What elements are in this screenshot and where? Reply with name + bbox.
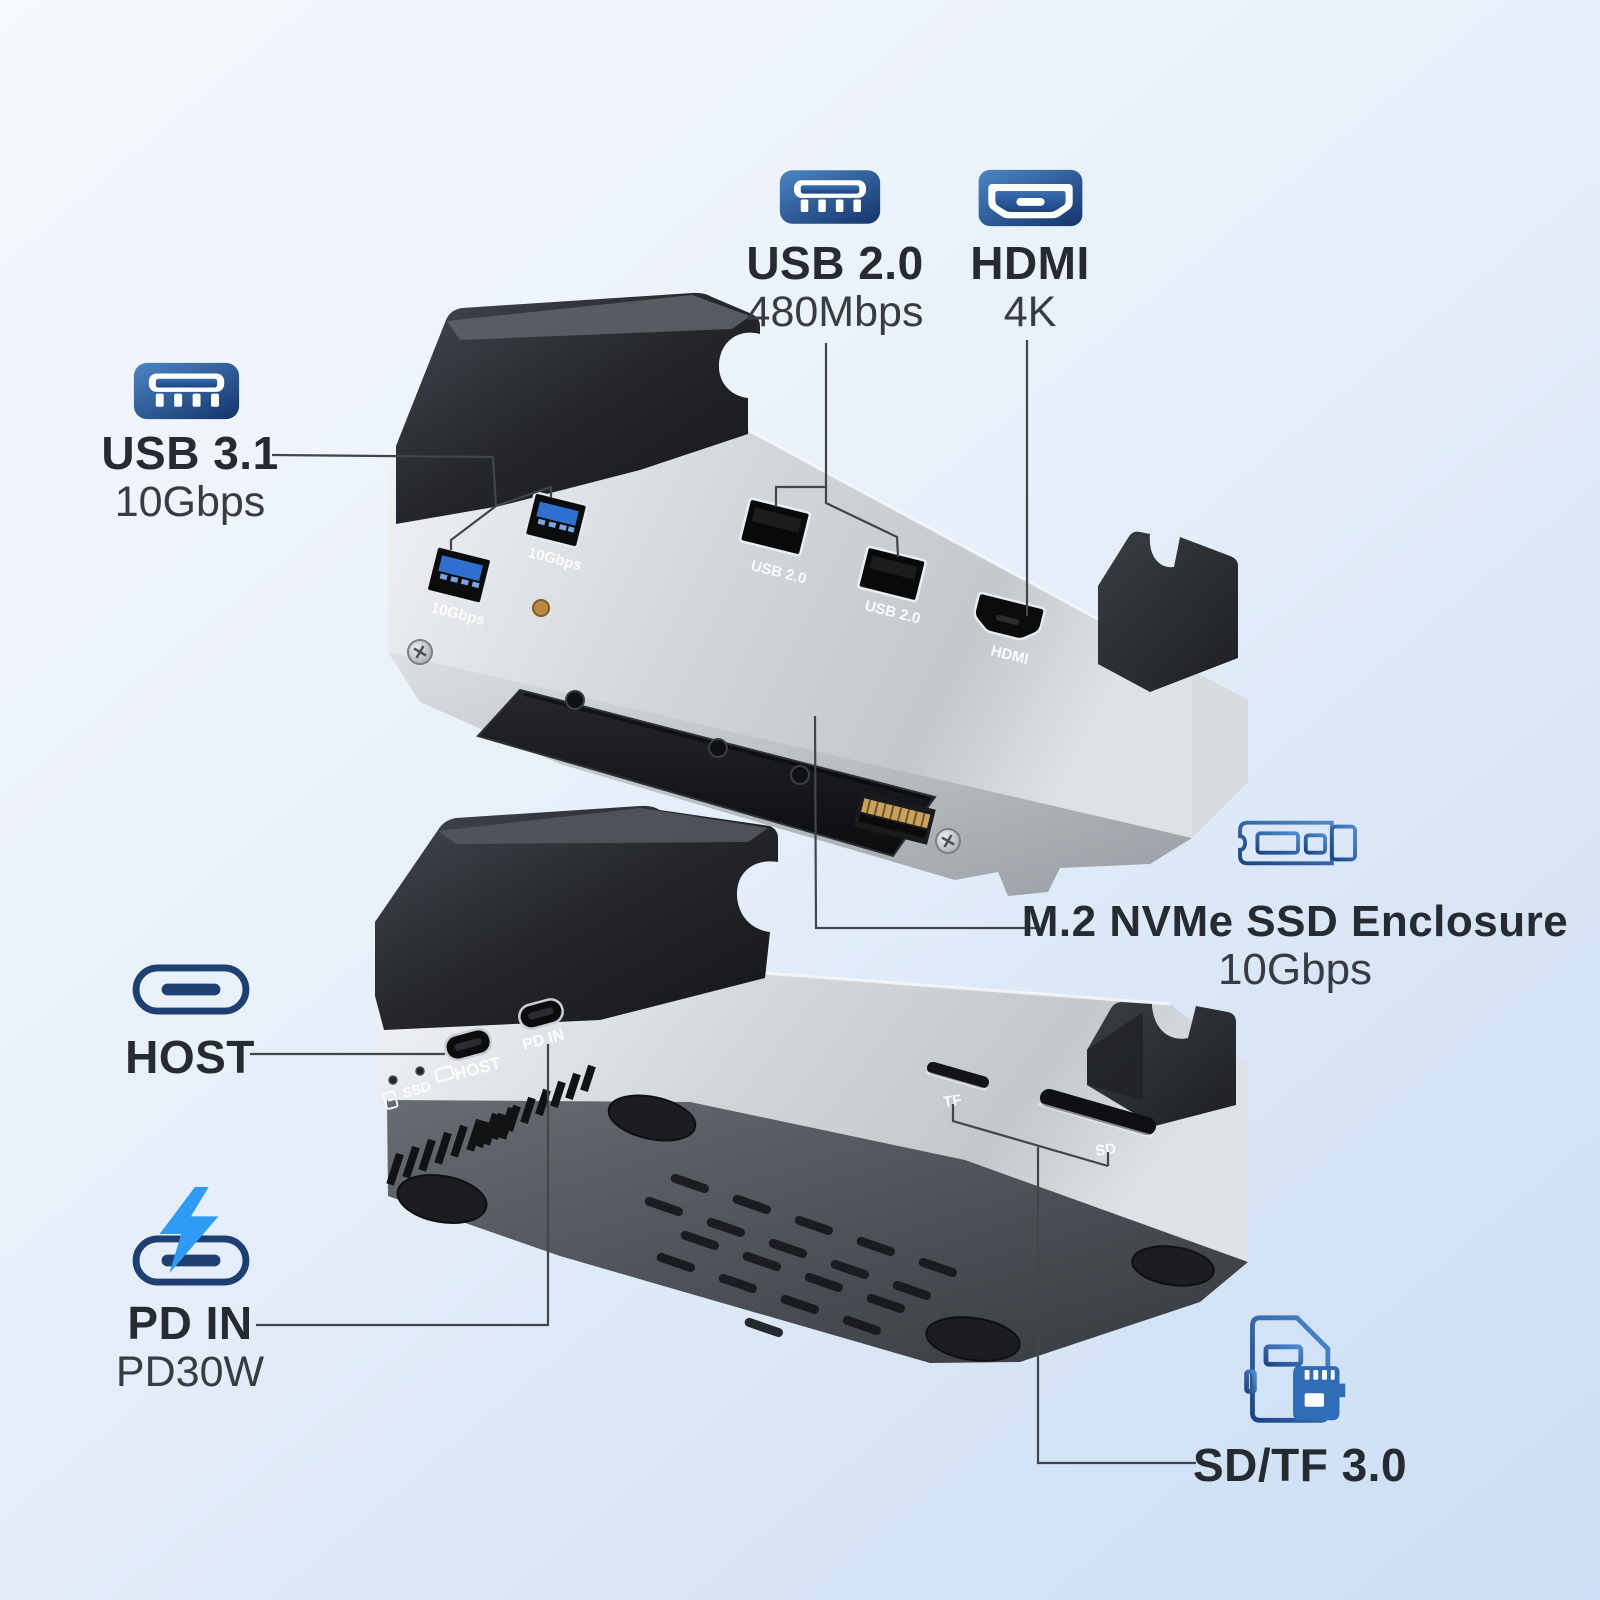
callout-line-pd (256, 1044, 550, 1327)
callout-line-usb31 (271, 453, 553, 550)
usb-c-power-icon (132, 1186, 250, 1286)
battery-icon (382, 1090, 399, 1110)
m2-connector (853, 791, 936, 845)
slot-label: SD (1094, 1140, 1117, 1160)
usb-a-icon (133, 362, 240, 420)
usb3-port-2 (523, 491, 589, 549)
screw (407, 639, 433, 665)
screw (935, 828, 961, 854)
m2-standoff-holes (565, 690, 810, 785)
callout-line-sdtf (951, 1104, 1196, 1465)
sd-slot (1037, 1088, 1157, 1139)
callout-spec: PD30W (115, 1347, 265, 1396)
dock-top-front-face (388, 431, 1192, 838)
bottom-vent-holes (644, 1173, 957, 1338)
usb-a-icon (779, 170, 881, 224)
callout-hdmi: HDMI 4K (905, 238, 1155, 336)
callout-spec: 4K (1003, 287, 1057, 336)
callout-title: HOST (125, 1031, 255, 1083)
sd-card-icon (1244, 1315, 1346, 1423)
m2-ssd-icon (1238, 820, 1357, 866)
callout-line-usb20 (774, 343, 900, 558)
hdmi-icon (978, 169, 1083, 227)
status-leds (388, 1066, 425, 1085)
usb-c-icon (132, 964, 250, 1015)
dock-top-view: 10Gbps 10Gbps USB 2.0 USB 2.0 HDMI (388, 292, 1248, 896)
brass-standoff (532, 599, 550, 617)
dock-top-cradle-block (396, 292, 760, 524)
rubber-feet (396, 1094, 1215, 1362)
callout-spec: 480Mbps (746, 287, 924, 336)
usb2-port-2 (857, 545, 927, 603)
dock-bottom-front-face (378, 973, 1248, 1264)
callout-title: PD IN (127, 1297, 253, 1349)
lightning-bolt (159, 1186, 219, 1274)
callout-m2: M.2 NVMe SSD Enclosure 10Gbps (995, 897, 1595, 995)
callout-title: USB 3.1 (101, 427, 279, 479)
callout-line-m2 (813, 715, 1036, 930)
callout-usb20: USB 2.0 480Mbps (705, 238, 965, 336)
dock-bottom-view: SSD HOST PD IN TF SD (375, 805, 1248, 1363)
dock-bottom-underside (387, 1100, 1248, 1363)
callout-title: HDMI (970, 237, 1090, 289)
port-label: SSD (401, 1078, 433, 1101)
dock-top-cradle-bracket (1098, 531, 1238, 692)
pd-in-port (518, 998, 564, 1030)
callout-spec: 10Gbps (1217, 945, 1373, 995)
tf-slot (925, 1061, 989, 1092)
host-port (444, 1027, 493, 1062)
callout-pd: PD IN PD30W (65, 1298, 315, 1396)
monitor-icon (434, 1065, 455, 1083)
callout-title: M.2 NVMe SSD Enclosure (1021, 897, 1569, 946)
callout-lines (250, 340, 1196, 1465)
usb2-port-1 (738, 497, 812, 557)
m2-bay (476, 688, 937, 858)
usb3-port-1 (425, 545, 493, 605)
callout-usb31: USB 3.1 10Gbps (65, 428, 315, 526)
callout-title: SD/TF 3.0 (1192, 1439, 1408, 1491)
front-vent-slats (386, 1064, 596, 1186)
callout-sdtf: SD/TF 3.0 (1150, 1440, 1450, 1491)
callout-title: USB 2.0 (746, 237, 924, 289)
slot-label: TF (942, 1092, 963, 1111)
callout-host: HOST (65, 1032, 315, 1083)
dock-bottom-cradle-block (375, 805, 778, 1030)
callout-spec: 10Gbps (114, 477, 266, 526)
